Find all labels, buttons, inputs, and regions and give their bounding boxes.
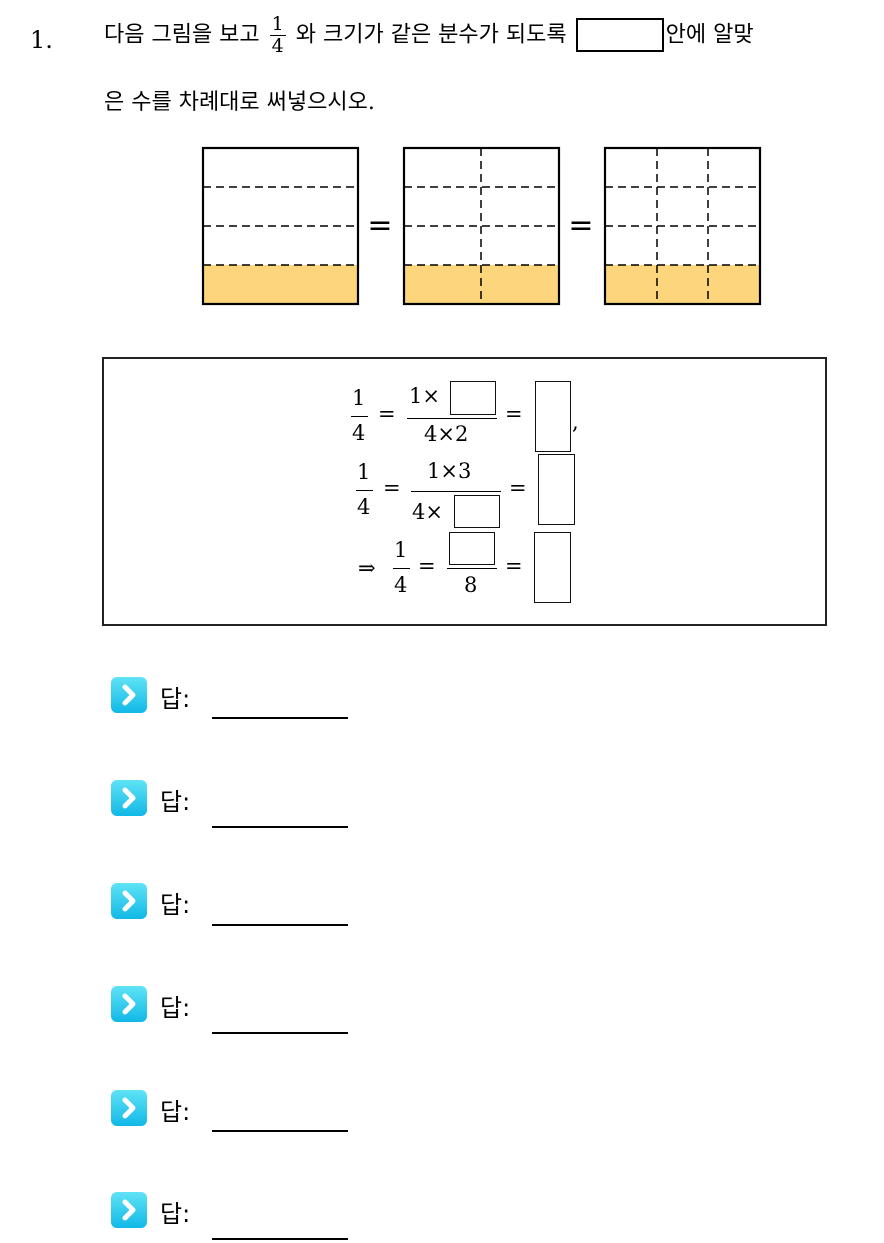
answer-box-3[interactable] [454, 495, 500, 528]
question-line-1: 다음 그림을 보고 1 4 와 크기가 같은 분수가 되도록 안에 알맞 [104, 14, 754, 57]
model-twelfths-shaded [605, 265, 760, 304]
model-quarter [201, 146, 360, 306]
equals-sign-1: = [367, 208, 392, 243]
blank-box-symbol [575, 18, 664, 53]
answer-box-5[interactable] [449, 532, 495, 565]
answer-input-line[interactable] [212, 924, 348, 926]
answer-box-6[interactable] [534, 532, 571, 603]
answer-arrow-icon [111, 1090, 147, 1126]
eq1-denominator: 4×2 [424, 422, 469, 446]
question-text-b: 와 크기가 같은 분수가 되도록 [295, 22, 567, 48]
eq2-one: 1 [357, 460, 371, 484]
answer-input-line[interactable] [212, 826, 348, 828]
eq1-long-bar [407, 418, 497, 420]
eq2-denominator: 4× [412, 500, 443, 524]
eq3-four: 4 [394, 573, 408, 597]
equals-sign-2: = [568, 208, 593, 243]
eq3-equals-a: = [418, 554, 436, 578]
fraction-denominator: 4 [271, 34, 284, 57]
question-fraction: 1 4 [269, 13, 286, 57]
answer-input-line[interactable] [212, 1032, 348, 1034]
answer-label: 답: [160, 1200, 191, 1228]
eq1-comma: , [572, 410, 579, 434]
answer-input-line[interactable] [212, 1130, 348, 1132]
eq1-fraction-bar [351, 416, 368, 418]
model-eighths [402, 146, 561, 306]
question-text-a: 다음 그림을 보고 [104, 22, 260, 48]
answer-label: 답: [160, 994, 191, 1022]
answer-input-line[interactable] [212, 1238, 348, 1240]
eq3-eight: 8 [464, 573, 478, 597]
eq3-implies: ⇒ [358, 556, 376, 580]
eq2-four: 4 [357, 495, 371, 519]
question-text-c: 안에 알맞 [665, 22, 754, 48]
eq1-four: 4 [352, 421, 366, 445]
eq1-numerator: 1× [409, 384, 440, 408]
answer-arrow-icon [111, 1192, 147, 1228]
answer-arrow-icon [111, 986, 147, 1022]
model-quarter-shaded [203, 265, 358, 304]
answer-box-2[interactable] [535, 381, 571, 452]
eq3-one: 1 [394, 538, 408, 562]
eq2-numerator: 1×3 [427, 459, 472, 483]
eq1-equals-b: = [505, 402, 523, 426]
answer-label: 답: [160, 891, 191, 919]
answer-label: 답: [160, 685, 191, 713]
eq1-one: 1 [352, 386, 366, 410]
eq2-long-bar [411, 491, 501, 493]
answer-arrow-icon [111, 677, 147, 713]
answer-arrow-icon [111, 883, 147, 919]
fraction-numerator: 1 [269, 13, 286, 36]
answer-box-1[interactable] [450, 381, 496, 415]
eq3-fraction-bar [393, 568, 410, 570]
eq3-equals-b: = [505, 554, 523, 578]
fraction-area-models: = = [201, 146, 762, 306]
answer-arrow-icon [111, 780, 147, 816]
eq2-equals-b: = [509, 476, 527, 500]
answer-label: 답: [160, 788, 191, 816]
eq2-equals-a: = [383, 476, 401, 500]
answer-input-line[interactable] [212, 717, 348, 719]
eq3-long-bar [447, 568, 497, 570]
answer-box-4[interactable] [538, 454, 575, 525]
answer-label: 답: [160, 1098, 191, 1126]
equation-frame [102, 357, 827, 626]
eq1-equals-a: = [378, 402, 396, 426]
question-number: 1. [30, 26, 53, 54]
eq2-fraction-bar [356, 490, 373, 492]
question-line-2: 은 수를 차례대로 써넣으시오. [104, 90, 375, 115]
model-twelfths [603, 146, 762, 306]
